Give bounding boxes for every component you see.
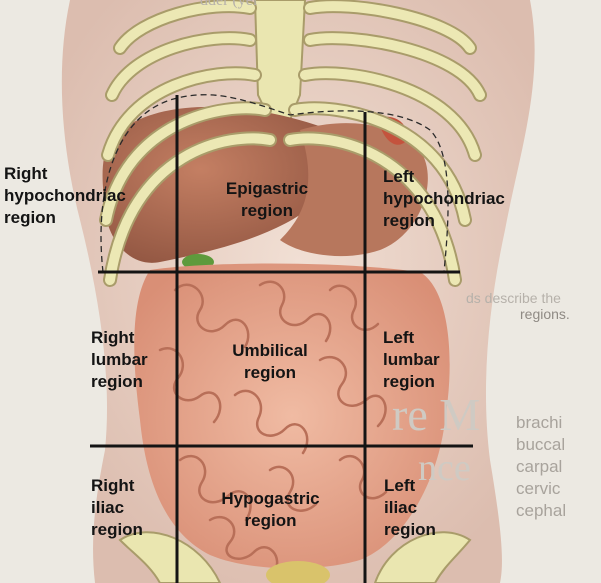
intestine-coil	[318, 355, 387, 428]
rib-highlight	[290, 103, 470, 225]
bg-term: cephal	[516, 501, 567, 520]
bg-term: brachi	[516, 413, 563, 432]
label-hypogastric: Hypogastric region	[203, 488, 338, 532]
pelvis-right	[373, 531, 472, 583]
intestine-coil	[258, 280, 332, 343]
label-line: hypochondriac	[383, 189, 505, 208]
label-left-lumbar: Left lumbar region	[383, 327, 440, 393]
rib-highlight	[105, 133, 275, 285]
label-right-hypochondriac: Right hypochondriac region	[4, 163, 126, 229]
rib-highlight	[103, 68, 260, 160]
label-left-iliac: Left iliac region	[384, 475, 436, 541]
bg-term-list: brachi buccal carpal cervic cephal	[516, 412, 566, 522]
label-line: Epigastric	[225, 179, 309, 198]
sternum	[253, 0, 307, 121]
bg-text-top: dder (yel	[200, 0, 258, 9]
rib-highlight	[107, 33, 255, 100]
label-line: iliac	[91, 498, 125, 517]
bg-term: buccal	[516, 435, 566, 454]
label-line: region	[244, 511, 297, 530]
label-line: Right	[91, 328, 135, 347]
intestine-coil	[233, 389, 309, 455]
bg-subheading: nce	[418, 447, 471, 489]
bg-text-line-2: regions.	[520, 306, 570, 322]
label-line: Hypogastric	[221, 489, 320, 508]
label-line: lumbar	[91, 350, 148, 369]
bg-term: cervic	[516, 479, 561, 498]
label-line: Right	[4, 164, 48, 183]
label-line: region	[91, 520, 143, 539]
region-grid	[90, 95, 473, 583]
intestine-coil	[208, 516, 279, 574]
diaphragm-outline	[100, 94, 449, 273]
intestine-coil	[338, 454, 388, 500]
label-line: lumbar	[383, 350, 440, 369]
rib-highlight	[300, 68, 480, 160]
rib-highlight	[285, 133, 460, 285]
bg-text-line-1: ds describe the	[466, 290, 561, 306]
intestine-coil	[173, 283, 250, 349]
intestine-coil	[158, 347, 222, 424]
label-line: hypochondriac	[4, 186, 126, 205]
intestine-coil	[268, 465, 318, 512]
label-line: region	[244, 363, 296, 382]
rib-highlight	[115, 1, 255, 53]
label-line: iliac	[384, 498, 418, 517]
label-line: region	[241, 201, 293, 220]
label-line: region	[91, 372, 143, 391]
pelvis-left	[118, 531, 222, 583]
bg-heading: re M	[392, 389, 481, 440]
rib-highlight	[305, 33, 485, 100]
label-line: region	[383, 211, 435, 230]
label-line: Left	[383, 167, 415, 186]
stomach	[280, 123, 428, 257]
label-left-hypochondriac: Left hypochondriac region	[383, 166, 505, 232]
label-line: Left	[383, 328, 415, 347]
label-line: region	[383, 372, 435, 391]
label-line: Umbilical	[232, 341, 308, 360]
label-epigastric: Epigastric region	[212, 178, 322, 222]
rib-highlight	[305, 1, 475, 53]
intestines	[134, 263, 450, 569]
label-right-lumbar: Right lumbar region	[91, 327, 148, 393]
label-line: Left	[384, 476, 416, 495]
label-right-iliac: Right iliac region	[91, 475, 143, 541]
label-line: region	[4, 208, 56, 227]
label-umbilical: Umbilical region	[215, 340, 325, 384]
intestine-coil	[178, 454, 252, 522]
bladder	[266, 561, 330, 583]
label-line: region	[384, 520, 436, 539]
label-line: Right	[91, 476, 135, 495]
bg-term: carpal	[516, 457, 563, 476]
